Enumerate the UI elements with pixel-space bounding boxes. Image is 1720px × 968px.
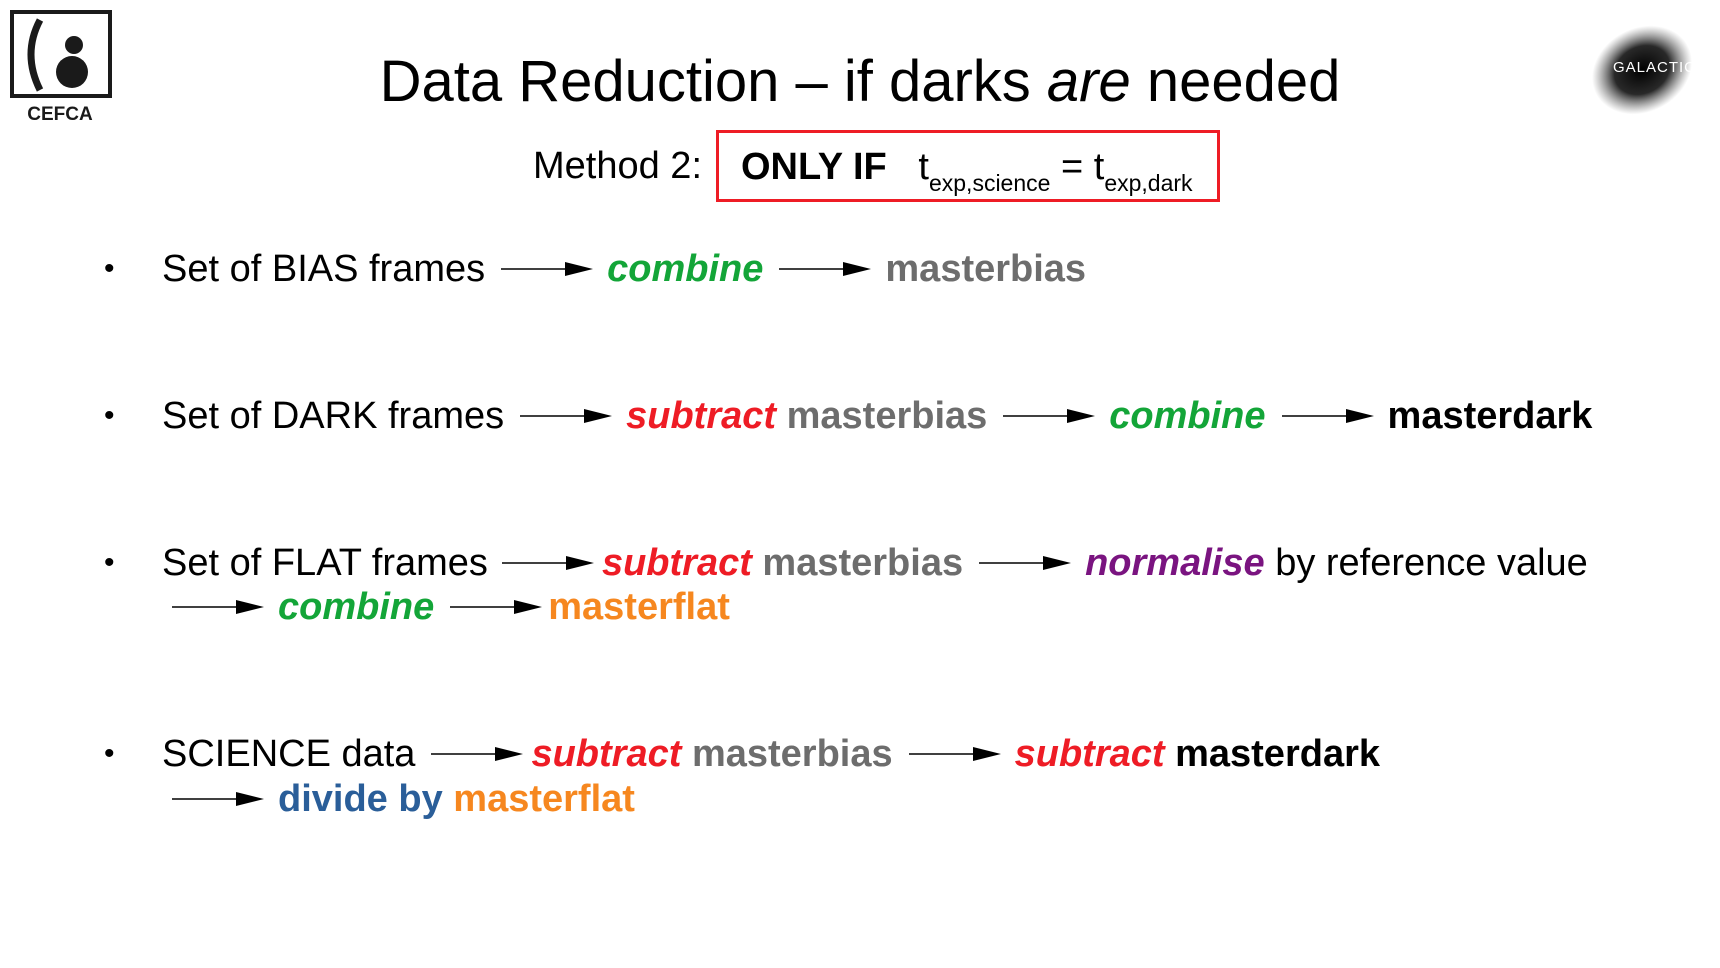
arrow-icon [520,407,613,425]
subtract-label: subtract [1014,733,1165,775]
science-row: SCIENCE data subtract masterbias subtrac… [162,731,1380,777]
condition-box: ONLY IF texp,science = texp,dark [716,130,1220,202]
condition-text: ONLY IF texp,science = texp,dark [741,146,1193,196]
dark-lead: Set of DARK frames [162,395,505,437]
arrow-icon [431,745,524,763]
normalise-label: normalise [1085,542,1265,584]
dark-row: Set of DARK frames subtract masterbias c… [162,393,1592,439]
arrow-icon [501,554,594,572]
method-label: Method 2: [533,145,702,187]
bullet: • [104,399,115,432]
combine-label: combine [607,248,764,290]
divide-label: divide by [278,778,443,820]
combine-label: combine [1109,395,1266,437]
bullet: • [104,546,115,579]
masterbias-label: masterbias [786,395,988,437]
combine-label: combine [278,586,435,628]
arrow-icon [779,260,872,278]
bias-row: Set of BIAS frames combine masterbias [162,246,1086,292]
subtract-label: subtract [601,542,752,584]
galactica-logo-text: GALACTICA [1613,59,1707,76]
arrow-icon [1281,407,1374,425]
science-row-cont: divide by masterflat [172,776,635,822]
masterflat-label: masterflat [548,586,730,628]
subtract-label: subtract [626,395,777,437]
masterflat-label: masterflat [453,778,635,820]
arrow-icon [908,745,1001,763]
arrow-icon [501,260,594,278]
flat-row-cont: combine masterflat [172,584,730,630]
subtract-label: subtract [531,733,682,775]
cefca-logo-text: CEFCA [27,104,93,124]
galactica-logo: GALACTICA [1580,14,1720,118]
arrow-icon [1003,407,1096,425]
arrow-icon [450,598,543,616]
masterdark-label: masterdark [1387,395,1593,437]
masterbias-label: masterbias [762,542,964,584]
flat-row: Set of FLAT frames subtract masterbias n… [162,540,1588,586]
reference-text: by reference value [1275,542,1588,584]
masterdark-label: masterdark [1175,733,1380,775]
cefca-logo: CEFCA [10,10,112,125]
page-title: Data Reduction – if darks are needed [379,49,1341,114]
flat-lead: Set of FLAT frames [162,542,488,584]
arrow-icon [979,554,1072,572]
bullet: • [104,737,115,770]
bullet: • [104,252,115,285]
bias-lead: Set of BIAS frames [162,248,486,290]
arrow-icon [172,598,264,616]
masterbias-label: masterbias [691,733,893,775]
arrow-icon [172,790,264,808]
masterbias-label: masterbias [885,248,1087,290]
science-lead: SCIENCE data [162,733,416,775]
